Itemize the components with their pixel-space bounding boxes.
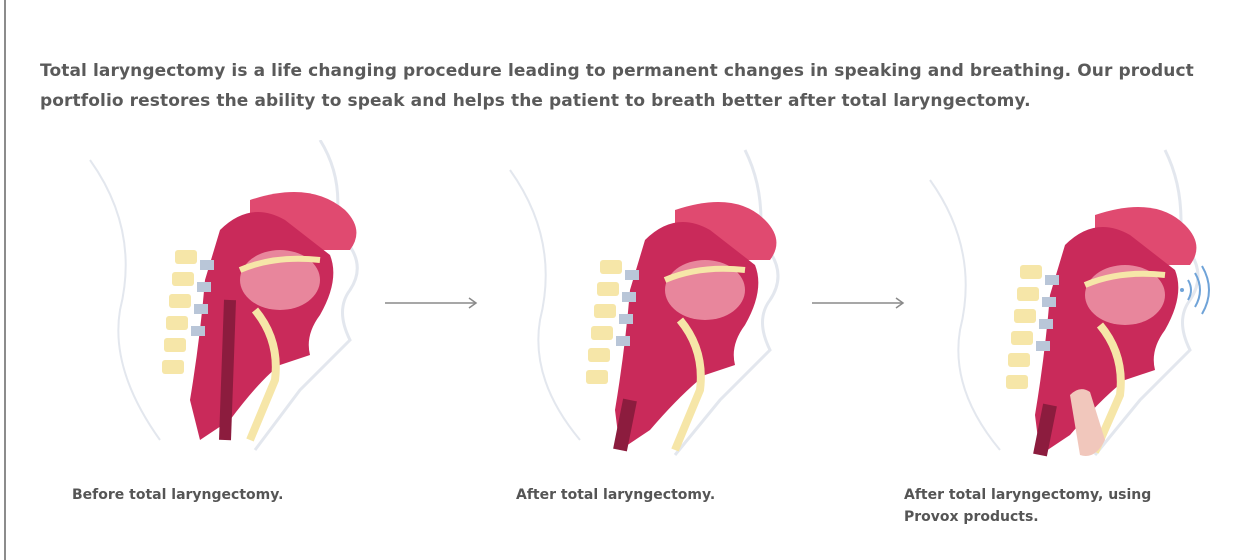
caption-after-provox: After total laryngectomy, using Provox p…: [904, 484, 1151, 528]
caption-line: Provox products.: [904, 506, 1151, 528]
illustration-after-provox: [920, 140, 1230, 470]
right-arrow-icon: [385, 296, 480, 310]
caption-line: Before total laryngectomy.: [72, 484, 283, 506]
illustration-after: [500, 140, 800, 470]
right-arrow-icon: [812, 296, 907, 310]
intro-line-2: portfolio restores the ability to speak …: [40, 86, 1220, 116]
caption-line: After total laryngectomy.: [516, 484, 715, 506]
left-divider: [4, 0, 6, 560]
intro-text: Total laryngectomy is a life changing pr…: [40, 56, 1220, 116]
illustration-before: [80, 140, 380, 470]
caption-before: Before total laryngectomy.: [72, 484, 283, 506]
intro-line-1: Total laryngectomy is a life changing pr…: [40, 56, 1220, 86]
caption-after: After total laryngectomy.: [516, 484, 715, 506]
caption-line: After total laryngectomy, using: [904, 484, 1151, 506]
